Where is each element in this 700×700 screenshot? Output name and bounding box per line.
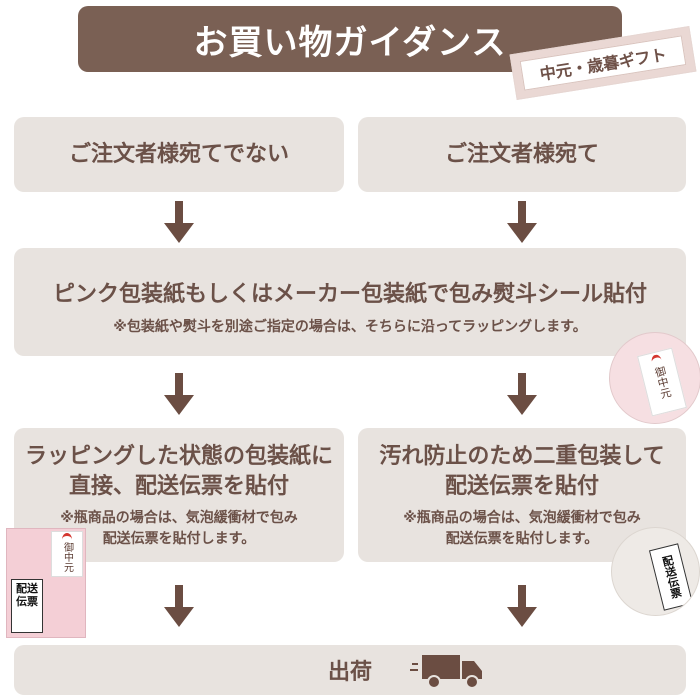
noshi-sticker: 御中元 [637,347,687,417]
truck-icon [410,653,486,689]
double-wrap-step-box: 汚れ防止のため二重包装して 配送伝票を貼付 ※瓶商品の場合は、気泡緩衝材で包み … [358,428,686,562]
recipient-self-label: ご注文者様宛て [444,142,599,167]
wrapping-step-box: ピンク包装紙もしくはメーカー包装紙で包み熨斗シール貼付 ※包装紙や熨斗を別途ご指… [14,248,686,356]
recipient-self-box: ご注文者様宛て [358,117,686,192]
arrow-down-icon [164,201,194,243]
noshi-text: 御中元 [61,542,73,572]
direct-slip-title: ラッピングした状態の包装紙に 直接、配送伝票を貼付 [14,442,344,502]
recipient-other-label: ご注文者様宛てでない [68,142,289,167]
shipping-slip: 配送伝票 [11,579,43,633]
double-wrap-title-line1: 汚れ防止のため二重包装して [379,444,665,469]
arrow-down-icon [164,585,194,627]
ribbon-icon [62,533,72,546]
noshi-text: 御中元 [652,364,673,400]
arrow-down-icon [507,373,537,415]
shipping-slip-text: 配送伝票 [16,582,38,608]
double-wrap-illustration: 配送伝票 [611,527,700,616]
direct-slip-title-line1: ラッピングした状態の包装紙に [24,444,333,469]
wrapping-step-title: ピンク包装紙もしくはメーカー包装紙で包み熨斗シール貼付 [52,282,647,307]
double-wrap-note-line1: ※瓶商品の場合は、気泡緩衝材で包み [403,510,641,526]
direct-slip-note-line2: 配送伝票を貼付します。 [102,531,256,547]
double-wrap-note: ※瓶商品の場合は、気泡緩衝材で包み 配送伝票を貼付します。 [358,508,686,550]
direct-slip-note: ※瓶商品の場合は、気泡緩衝材で包み 配送伝票を貼付します。 [14,508,344,550]
double-wrap-note-line2: 配送伝票を貼付します。 [445,531,599,547]
wrapping-step-note: ※包装紙や熨斗を別途ご指定の場合は、そちらに沿ってラッピングします。 [113,319,587,335]
page-title-text: お買い物ガイダンス [193,22,507,63]
page-title: お買い物ガイダンス [78,6,622,72]
noshi-sticker: 御中元 [51,531,83,577]
direct-slip-note-line1: ※瓶商品の場合は、気泡緩衝材で包み [60,510,298,526]
shipping-slip-text: 配送伝票 [659,553,684,600]
recipient-other-box: ご注文者様宛てでない [14,117,344,192]
arrow-down-icon [507,201,537,243]
direct-slip-title-line2: 直接、配送伝票を貼付 [68,474,289,499]
double-wrap-title-line2: 配送伝票を貼付 [444,474,599,499]
arrow-down-icon [507,585,537,627]
shipment-label: 出荷 [327,660,372,685]
shipment-box: 出荷 [14,645,686,695]
direct-slip-step-box: ラッピングした状態の包装紙に 直接、配送伝票を貼付 ※瓶商品の場合は、気泡緩衝材… [14,428,344,562]
pink-package-illustration: 御中元 配送伝票 [6,528,86,638]
arrow-down-icon [164,373,194,415]
pink-wrapping-illustration: 御中元 [609,332,700,424]
double-wrap-title: 汚れ防止のため二重包装して 配送伝票を貼付 [358,442,686,502]
shipping-slip: 配送伝票 [648,543,694,611]
